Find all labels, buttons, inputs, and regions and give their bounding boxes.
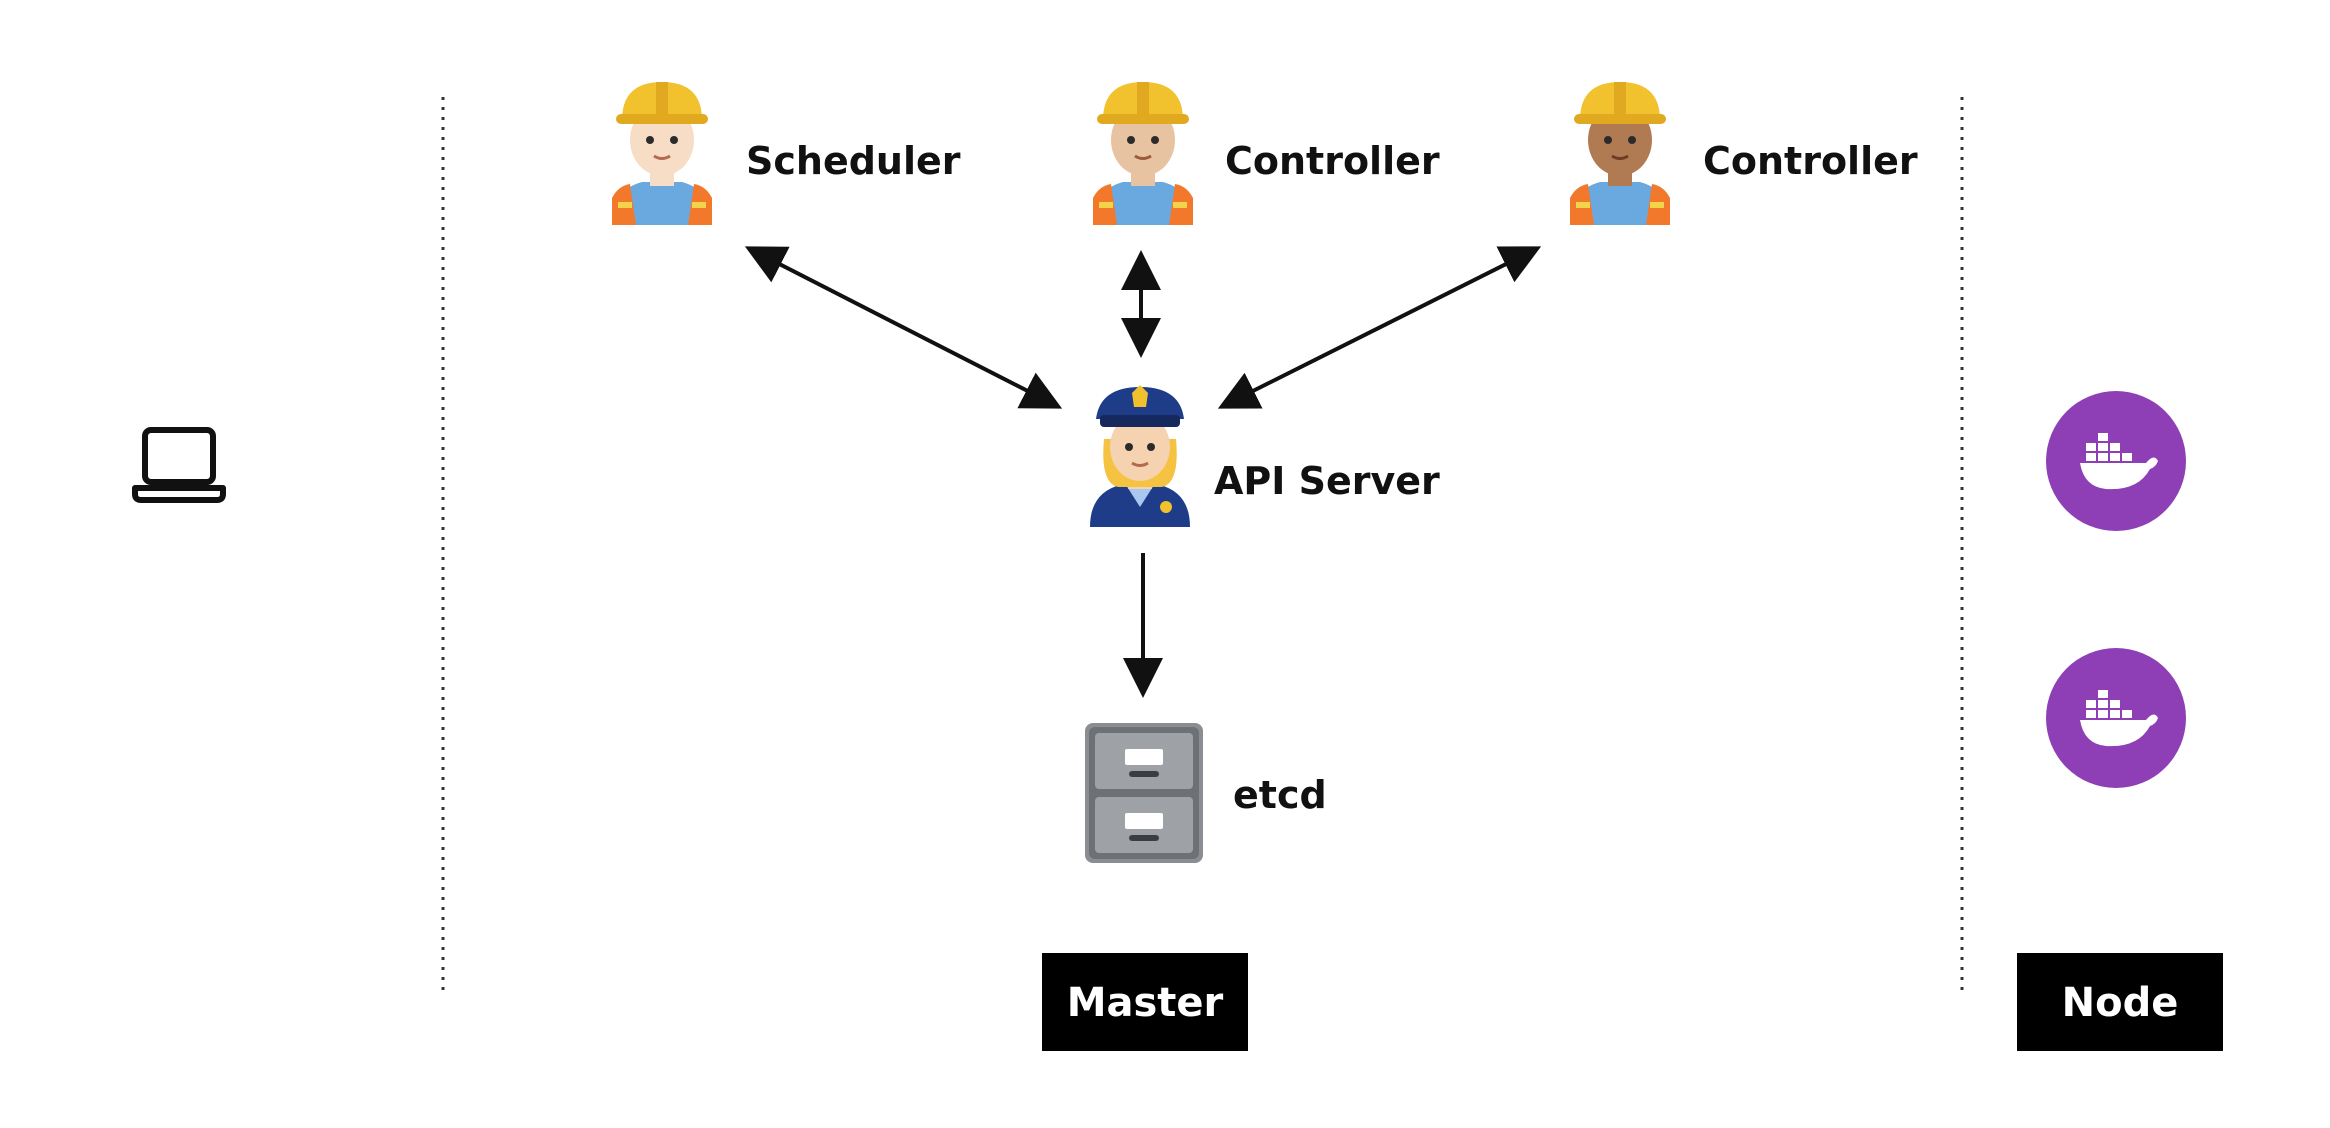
arrow-controller-2-api-server bbox=[1217, 246, 1542, 409]
scheduler-label: Scheduler bbox=[746, 139, 961, 183]
etcd-label: etcd bbox=[1233, 773, 1327, 817]
controller-label-1: Controller bbox=[1225, 139, 1440, 183]
police-officer-icon bbox=[1090, 385, 1190, 527]
construction-worker-icon-controller-1 bbox=[1093, 82, 1193, 225]
controller-label-2: Controller bbox=[1703, 139, 1918, 183]
api-server-label: API Server bbox=[1214, 459, 1440, 503]
master-section-label: Master bbox=[1042, 953, 1248, 1051]
docker-whale-icon-node-2 bbox=[2046, 648, 2186, 788]
laptop-icon bbox=[132, 427, 226, 503]
file-cabinet-icon bbox=[1085, 723, 1203, 863]
node-label: Node bbox=[2062, 980, 2179, 1026]
node-section-label: Node bbox=[2017, 953, 2223, 1051]
docker-whale-icon-node-1 bbox=[2046, 391, 2186, 531]
arrow-scheduler-api-server bbox=[744, 246, 1063, 409]
construction-worker-icon-controller-2 bbox=[1570, 82, 1670, 225]
construction-worker-icon-scheduler bbox=[612, 82, 712, 225]
master-label: Master bbox=[1067, 980, 1224, 1026]
